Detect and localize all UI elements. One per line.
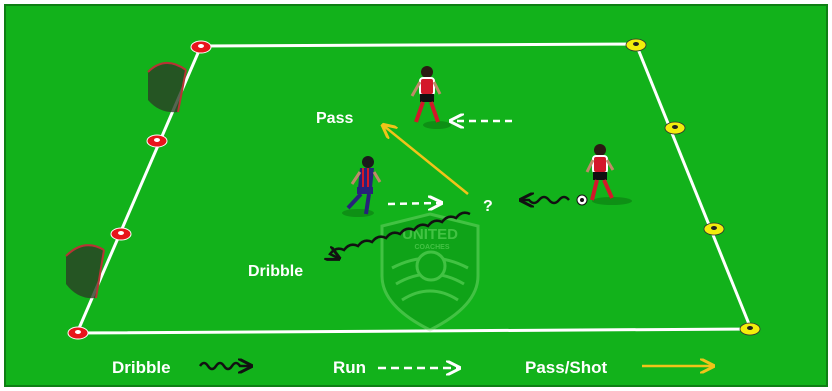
red-cone	[110, 227, 132, 241]
yellow-cone	[703, 222, 725, 236]
player-red-right	[585, 144, 632, 205]
player-red-top	[410, 66, 451, 129]
yellow-cone	[739, 322, 761, 336]
goal-top-left	[147, 62, 187, 113]
watermark-logo: UNITED COACHES	[380, 212, 480, 332]
pass-arrow	[384, 126, 469, 195]
grass	[4, 4, 828, 387]
watermark-subtitle: COACHES	[414, 244, 449, 251]
yellow-cone	[664, 121, 686, 135]
red-cone	[190, 40, 212, 54]
dribble-arrow-long	[330, 211, 471, 258]
legend-run-label: Run	[333, 358, 366, 377]
red-cone	[146, 134, 168, 148]
goal-bottom-left	[65, 244, 105, 299]
red-cone	[67, 326, 89, 340]
soccer-ball-icon	[576, 194, 588, 206]
legend: Dribble Run Pass/Shot	[112, 358, 712, 377]
run-arrow-blue	[387, 203, 440, 204]
legend-dribble-icon	[198, 363, 250, 369]
legend-dribble-label: Dribble	[112, 358, 171, 377]
question-mark: ?	[483, 198, 493, 215]
dribble-label: Dribble	[248, 263, 303, 280]
dribble-arrow-right	[522, 197, 570, 203]
watermark-title: UNITED	[402, 226, 458, 243]
player-blue	[342, 156, 382, 217]
legend-pass-shot-label: Pass/Shot	[525, 358, 608, 377]
yellow-cone	[625, 38, 647, 52]
pass-label: Pass	[316, 110, 353, 127]
